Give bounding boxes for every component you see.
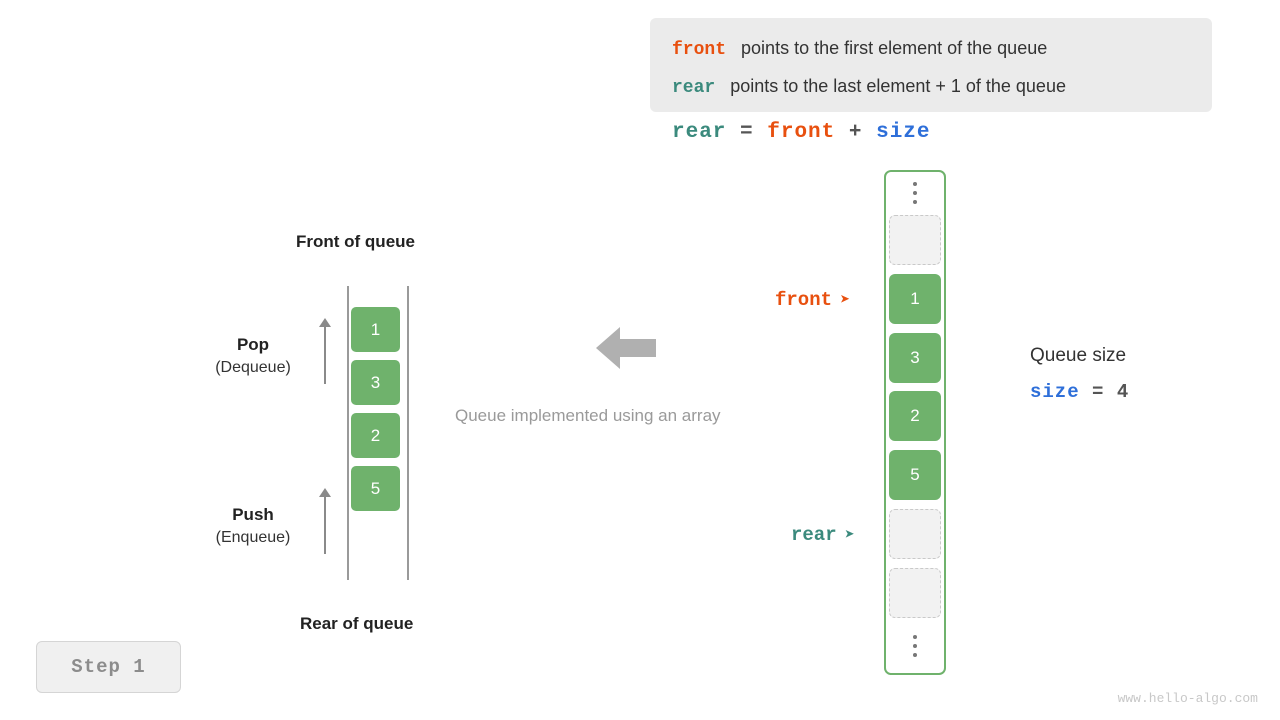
step-badge: Step 1 — [36, 641, 181, 693]
legend-text-front: points to the first element of the queue — [741, 38, 1048, 58]
formula-size: size — [876, 121, 931, 144]
left-arrow-icon — [596, 325, 656, 371]
array-frame — [884, 170, 946, 675]
queue-rail-right — [407, 286, 409, 580]
legend-line-front: front points to the first element of the… — [672, 30, 1194, 68]
push-title: Push — [232, 505, 274, 524]
array-cell-filled: 2 — [889, 391, 941, 441]
pop-arrow-icon — [318, 318, 332, 384]
queue-cell: 3 — [351, 360, 400, 405]
front-of-queue-label: Front of queue — [296, 232, 415, 251]
legend-keyword-rear: rear — [672, 78, 716, 98]
array-cell-empty — [889, 215, 941, 265]
formula-rear-equals-front-plus-size: rear = front + size — [672, 121, 931, 144]
array-cell-empty — [889, 568, 941, 618]
array-ellipsis-top — [889, 176, 941, 210]
rear-pointer-label: rear — [791, 524, 837, 546]
queue-size-label: Queue size — [1030, 345, 1127, 366]
legend-keyword-front: front — [672, 40, 727, 60]
array-cell-empty — [889, 509, 941, 559]
center-caption: Queue implemented using an array — [455, 406, 721, 425]
front-pointer-arrow-icon: ➤ — [840, 292, 851, 311]
array-cell-filled: 1 — [889, 274, 941, 324]
pop-subtitle: (Dequeue) — [215, 359, 291, 376]
formula-plus: + — [848, 121, 863, 144]
queue-cell: 2 — [351, 413, 400, 458]
pop-label: Pop (Dequeue) — [193, 334, 313, 380]
front-pointer: front ➤ — [775, 289, 850, 311]
rear-of-queue-label: Rear of queue — [300, 614, 414, 633]
queue-cell: 5 — [351, 466, 400, 511]
push-arrow-icon — [318, 488, 332, 554]
front-pointer-label: front — [775, 289, 833, 311]
size-value: 4 — [1116, 381, 1130, 403]
legend-line-rear: rear points to the last element + 1 of t… — [672, 68, 1194, 106]
pop-title: Pop — [236, 335, 270, 354]
legend-text-rear: points to the last element + 1 of the qu… — [730, 76, 1066, 96]
legend-box: front points to the first element of the… — [650, 18, 1212, 112]
formula-equals: = — [740, 121, 754, 144]
rear-pointer-arrow-icon: ➤ — [844, 527, 855, 546]
array-ellipsis-bottom — [889, 629, 941, 663]
size-equals: = — [1092, 381, 1105, 403]
formula-front: front — [767, 121, 836, 144]
size-keyword: size — [1030, 381, 1080, 403]
queue-rail-left — [347, 286, 349, 580]
formula-rear: rear — [672, 121, 727, 144]
queue-cell: 1 — [351, 307, 400, 352]
array-cell-filled: 5 — [889, 450, 941, 500]
rear-pointer: rear ➤ — [791, 524, 855, 546]
push-label: Push (Enqueue) — [193, 504, 313, 550]
watermark: www.hello-algo.com — [1117, 691, 1258, 706]
push-subtitle: (Enqueue) — [215, 529, 291, 546]
array-cell-filled: 3 — [889, 333, 941, 383]
queue-size-expression: size = 4 — [1030, 381, 1129, 403]
